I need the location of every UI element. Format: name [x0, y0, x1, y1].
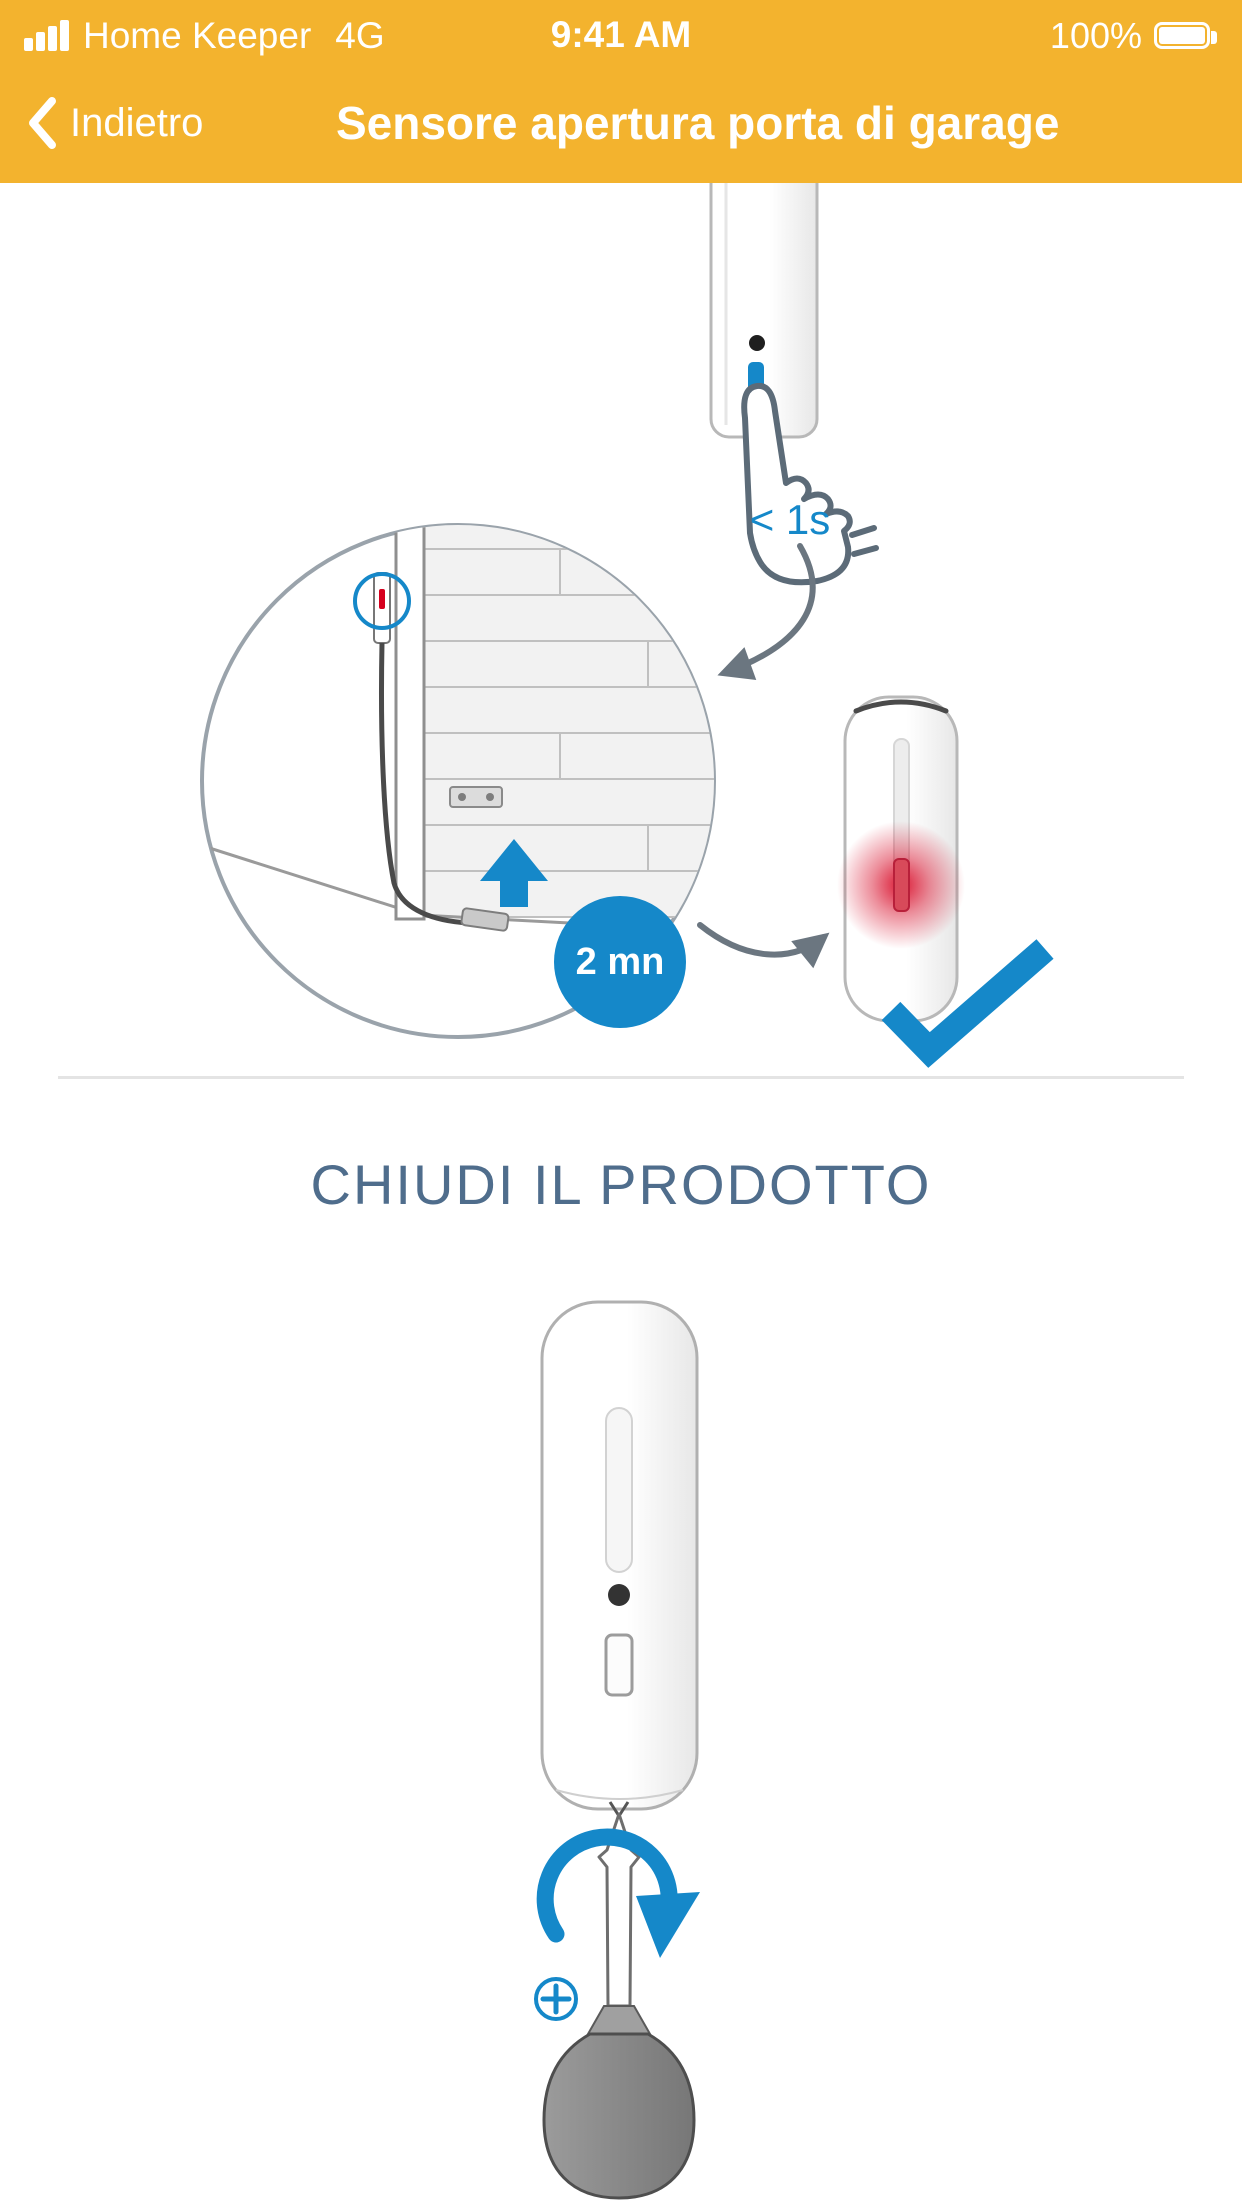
back-button[interactable]: Indietro: [26, 95, 203, 151]
arrow-to-garage-door: [717, 543, 816, 680]
led-highlight-circle: [353, 572, 411, 630]
sensor-led-dot: [749, 335, 765, 351]
carrier-label: Home Keeper: [83, 14, 312, 56]
back-button-label: Indietro: [70, 100, 204, 145]
pointing-hand-icon: [741, 382, 879, 586]
close-product-illustration: [534, 1300, 700, 2200]
wait-duration-badge: 2 mn: [554, 896, 686, 1028]
sensor-device-lit: [837, 695, 965, 1023]
phillips-plus-icon: [534, 1977, 578, 2021]
door-bracket: [449, 786, 503, 808]
up-arrow-icon: [480, 839, 548, 907]
header: Home Keeper 4G 9:41 AM 100% Indietro Sen…: [0, 0, 1242, 183]
network-type-label: 4G: [335, 14, 385, 56]
status-right-group: 100%: [1050, 15, 1218, 57]
sensor-wire: [379, 642, 469, 926]
sensor-red-led: [379, 589, 385, 609]
door-rail: [394, 525, 426, 921]
status-time: 9:41 AM: [550, 14, 692, 55]
chevron-left-icon: [29, 97, 56, 149]
device-led-dot: [608, 1584, 630, 1606]
battery-percent-label: 100%: [1049, 14, 1142, 56]
device-button-slot: [604, 1633, 634, 1697]
screwdriver-neck: [586, 2005, 652, 2035]
mounted-sensor: [353, 572, 510, 932]
checkmark-icon: [881, 939, 1054, 1068]
battery-icon: [1154, 22, 1217, 49]
red-led-slot: [893, 858, 910, 912]
arrow-to-sensor: [697, 922, 830, 969]
sensor-device-closed: [540, 1300, 699, 1819]
screwdriver-icon: [542, 1812, 696, 2200]
section-title: CHIUDI IL PRODOTTO: [310, 1153, 932, 1216]
section-divider: [58, 1076, 1184, 1079]
press-duration-label: < 1s: [749, 496, 831, 543]
status-bar: Home Keeper 4G 9:41 AM 100%: [0, 0, 1242, 63]
rotation-arrow-icon: [536, 1828, 700, 1958]
page-title: Sensore apertura porta di garage: [335, 97, 1060, 149]
navigation-bar: Indietro Sensore apertura porta di garag…: [0, 63, 1242, 183]
garage-door-slats: [421, 525, 714, 918]
device-groove: [605, 1407, 633, 1573]
magnet-part: [460, 907, 510, 932]
cellular-signal-icon: [24, 20, 69, 51]
screwdriver-handle: [542, 2032, 696, 2200]
